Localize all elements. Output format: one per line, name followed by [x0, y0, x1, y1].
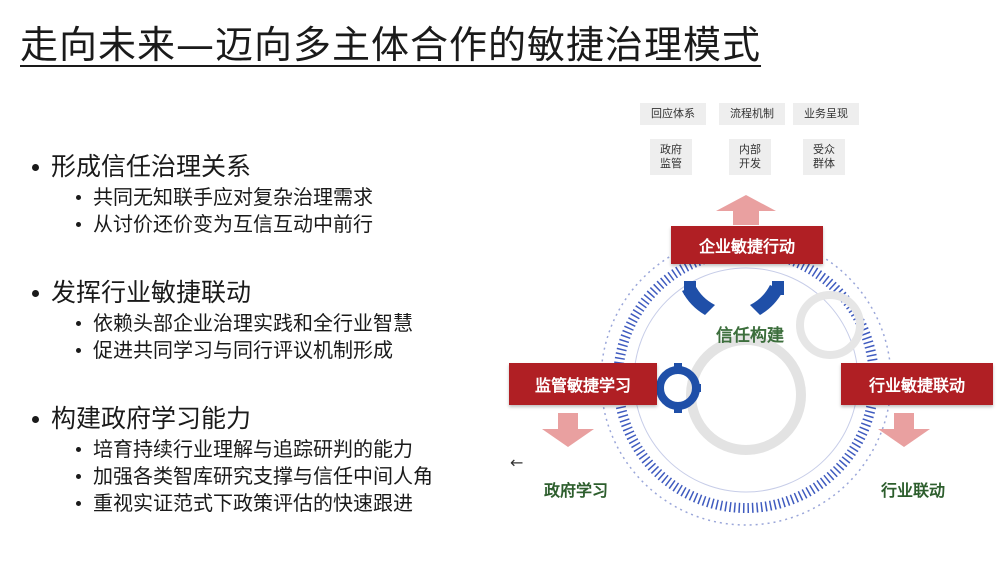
slide-title: 走向未来—迈向多主体合作的敏捷治理模式	[20, 23, 762, 67]
tag-audience: 受众 群体	[803, 139, 845, 175]
tag-process-mechanism: 流程机制	[719, 103, 785, 125]
bullet-dot	[32, 415, 39, 423]
small-gear-icon	[656, 363, 701, 413]
governance-cycle-diagram: 回应体系 流程机制 业务呈现 政府 监管 内部 开发 受众 群体 企业敏捷行动 …	[500, 95, 1004, 535]
faint-gear-icon	[686, 335, 806, 455]
section-heading: 发挥行业敏捷联动	[51, 278, 252, 307]
section-government: 构建政府学习能力 培育持续行业理解与追踪研判的能力 加强各类智库研究支撑与信任中…	[32, 402, 433, 517]
bullet-item: 培育持续行业理解与追踪研判的能力	[93, 437, 413, 461]
faint-gear-icon	[796, 291, 864, 359]
section-heading: 形成信任治理关系	[51, 152, 252, 181]
section-industry: 发挥行业敏捷联动 依赖头部企业治理实践和全行业智慧 促进共同学习与同行评议机制形…	[32, 276, 413, 364]
up-arrow-icon	[716, 195, 776, 225]
regulatory-agile-learning-box: 监管敏捷学习	[509, 363, 657, 405]
inner-ring	[633, 267, 859, 493]
enterprise-agile-action-box: 企业敏捷行动	[671, 226, 823, 264]
trust-building-label: 信任构建	[716, 326, 784, 346]
bullet-dot	[76, 447, 81, 452]
bullet-dot	[76, 474, 81, 479]
bullet-dot	[76, 222, 81, 227]
bullet-dot	[76, 321, 81, 326]
tag-business-presentation: 业务呈现	[793, 103, 859, 125]
tag-gov-regulation: 政府 监管	[650, 139, 692, 175]
bullet-dot	[76, 348, 81, 353]
down-arrow-icon	[878, 413, 930, 447]
bullet-dot	[76, 195, 81, 200]
section-heading: 构建政府学习能力	[51, 404, 252, 433]
bullet-item: 促进共同学习与同行评议机制形成	[93, 338, 393, 362]
blue-gear-icon	[682, 281, 784, 315]
section-trust: 形成信任治理关系 共同无知联手应对复杂治理需求 从讨价还价变为互信互动中前行	[32, 150, 373, 238]
tag-response-system: 回应体系	[640, 103, 706, 125]
tag-internal-dev: 内部 开发	[729, 139, 771, 175]
bullet-dot	[76, 501, 81, 506]
down-arrow-icon	[542, 413, 594, 447]
bullet-item: 从讨价还价变为互信互动中前行	[93, 212, 373, 236]
bullet-item: 共同无知联手应对复杂治理需求	[93, 185, 373, 209]
stray-arrow-mark: ←	[510, 453, 524, 472]
industry-linkage-label: 行业联动	[881, 481, 946, 500]
bullet-dot	[32, 163, 39, 171]
government-learning-label: 政府学习	[544, 481, 609, 500]
bullet-item: 重视实证范式下政策评估的快速跟进	[93, 491, 413, 515]
industry-agile-linkage-box: 行业敏捷联动	[841, 363, 993, 405]
bullet-item: 依赖头部企业治理实践和全行业智慧	[93, 311, 413, 335]
bullet-item: 加强各类智库研究支撑与信任中间人角	[93, 464, 433, 488]
bullet-dot	[32, 289, 39, 297]
